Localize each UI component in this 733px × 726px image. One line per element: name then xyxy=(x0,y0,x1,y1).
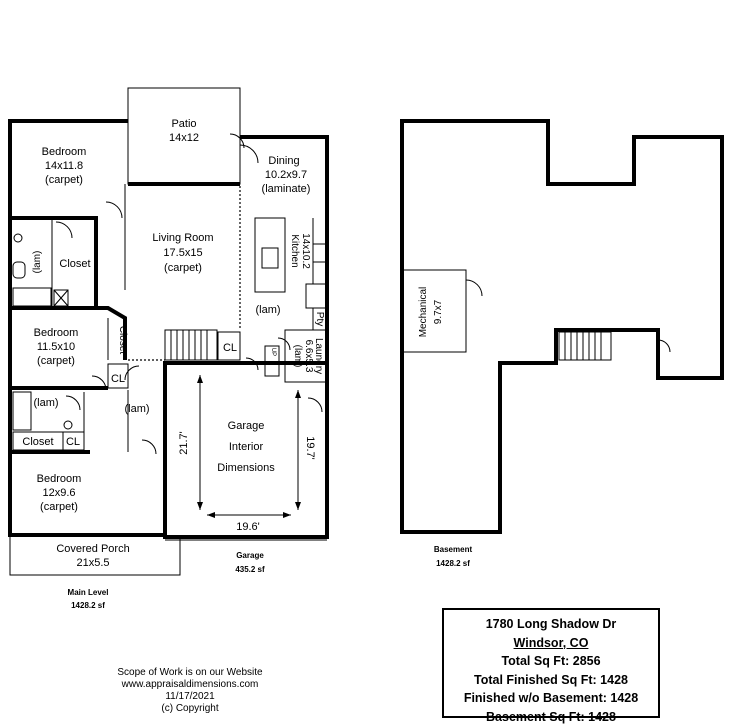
cl1-label: CL xyxy=(111,373,125,385)
cl2-label: CL xyxy=(223,342,237,354)
basement-title: Basement xyxy=(434,545,473,554)
garage-title: Garage xyxy=(236,551,264,560)
garage-interior-1: Garage xyxy=(228,420,265,432)
basement-area: 1428.2 sf xyxy=(436,559,470,568)
bedroom3-dims: 12x9.6 xyxy=(42,487,75,499)
bedroom3-floor: (carpet) xyxy=(40,501,78,513)
basement-door-1 xyxy=(466,280,482,296)
garage-area: 435.2 sf xyxy=(235,565,265,574)
total-finished-sqft: Total Finished Sq Ft: 1428 xyxy=(444,671,658,690)
dining-dims: 10.2x9.7 xyxy=(265,169,307,181)
kitchen-range xyxy=(313,244,327,262)
living-name: Living Room xyxy=(152,232,213,244)
closet3-label: Closet xyxy=(22,436,53,448)
living-floor: (carpet) xyxy=(164,262,202,274)
patio-dims: 14x12 xyxy=(169,132,199,144)
garage-interior-2: Interior xyxy=(229,441,264,453)
garage-interior-3: Dimensions xyxy=(217,462,275,474)
kitchen-fridge xyxy=(306,284,326,308)
hall-floor: (lam) xyxy=(124,403,149,415)
closet1-label: Closet xyxy=(59,258,90,270)
basement-stair-treads xyxy=(565,332,601,360)
cl3-label: CL xyxy=(66,436,80,448)
kitchen-island xyxy=(255,218,285,292)
garage-dim-left: 21.7' xyxy=(178,431,190,455)
bathtub1 xyxy=(13,288,51,306)
address-line-2: Windsor, CO xyxy=(444,634,658,653)
kitchen-sink xyxy=(262,248,278,268)
laundry-floor: (lam) xyxy=(292,345,303,368)
basement-stairs xyxy=(559,332,611,360)
sink1 xyxy=(14,234,22,242)
garage-arrow-lt xyxy=(197,375,203,383)
footer-scope: Scope of Work is on our Website xyxy=(100,667,280,679)
main-level-title: Main Level xyxy=(68,588,109,597)
footer-notes: Scope of Work is on our Website www.appr… xyxy=(100,667,280,715)
finished-without-basement: Finished w/o Basement: 1428 xyxy=(444,689,658,708)
garage-dim-right: 19.7' xyxy=(304,436,316,460)
toilet2 xyxy=(64,421,72,429)
bedroom1-name: Bedroom xyxy=(42,146,87,158)
mechanical-name: Mechanical xyxy=(418,287,429,338)
bedroom1-floor: (carpet) xyxy=(45,174,83,186)
garage-dim-bottom: 19.6' xyxy=(236,521,260,533)
patio-name: Patio xyxy=(171,118,196,130)
footer-copyright: (c) Copyright xyxy=(100,703,280,715)
bedroom1-dims: 14x11.8 xyxy=(45,160,83,172)
laundry-dims: 6.6x5.3 xyxy=(303,340,314,373)
stair-treads-main xyxy=(171,330,207,360)
basement-walls xyxy=(402,121,722,532)
mechanical-dims: 9.7x7 xyxy=(433,299,444,324)
living-dims: 17.5x15 xyxy=(163,247,202,259)
pantry-label: Pty xyxy=(314,312,325,326)
kitchen-name: Kitchen xyxy=(289,234,300,267)
total-sqft: Total Sq Ft: 2856 xyxy=(444,652,658,671)
stairs-up-label: UP xyxy=(270,348,276,356)
kitchen-floor: (lam) xyxy=(255,304,280,316)
property-info-box: 1780 Long Shadow Dr Windsor, CO Total Sq… xyxy=(442,608,660,718)
bedroom2-name: Bedroom xyxy=(34,327,79,339)
footer-website: www.appraisaldimensions.com xyxy=(100,679,280,691)
bedroom3-name: Bedroom xyxy=(37,473,82,485)
toilet1 xyxy=(13,262,25,278)
footer-date: 11/17/2021 xyxy=(100,691,280,703)
bedroom2-floor: (carpet) xyxy=(37,355,75,367)
kitchen-dims: 14x10.2 xyxy=(300,233,311,269)
porch-name: Covered Porch xyxy=(56,543,129,555)
porch-dims: 21x5.5 xyxy=(76,557,109,569)
closet2-label: Closet xyxy=(117,326,128,355)
bath2-floor: (lam) xyxy=(33,397,58,409)
dining-name: Dining xyxy=(268,155,299,167)
dining-floor: (laminate) xyxy=(262,183,311,195)
basement-sqft: Basement Sq Ft: 1428 xyxy=(444,708,658,726)
address-line-1: 1780 Long Shadow Dr xyxy=(444,615,658,634)
bath1-floor: (lam) xyxy=(32,251,43,274)
main-level-area: 1428.2 sf xyxy=(71,601,105,610)
basement-plan xyxy=(402,121,722,532)
bedroom2-dims: 11.5x10 xyxy=(37,341,75,353)
stairs-main xyxy=(165,330,217,360)
porch-outline xyxy=(10,535,180,575)
bathtub2 xyxy=(13,392,31,430)
